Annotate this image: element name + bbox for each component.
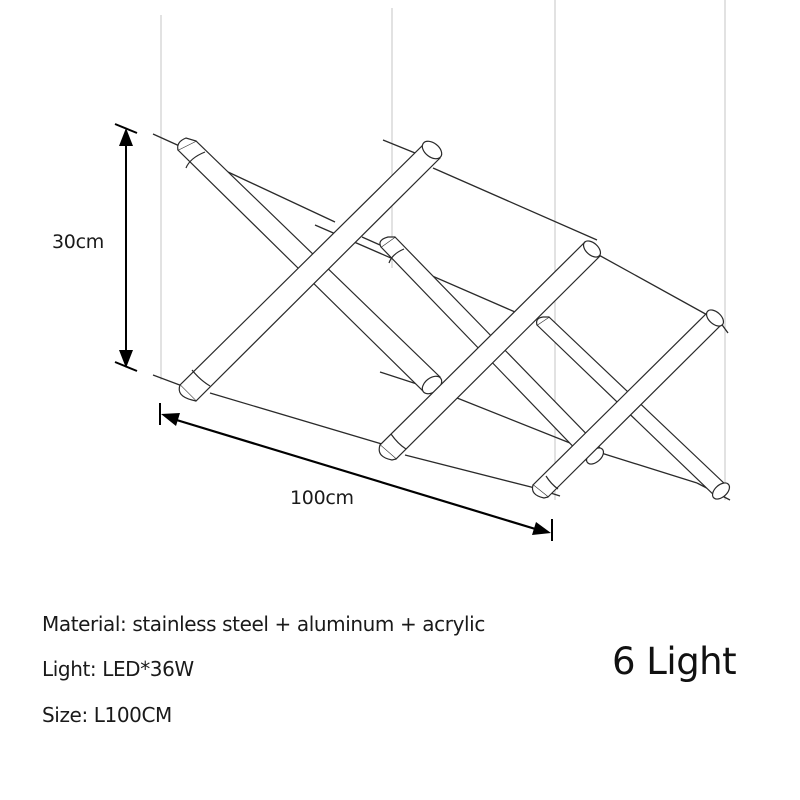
light-tubes bbox=[178, 138, 733, 502]
tube-4 bbox=[379, 238, 603, 460]
light-count-title: 6 Light bbox=[612, 640, 737, 683]
length-dimension bbox=[160, 403, 552, 541]
height-dimension bbox=[115, 124, 137, 371]
spec-light: Light: LED*36W bbox=[42, 657, 194, 681]
tube-6 bbox=[532, 307, 726, 498]
tube-2 bbox=[179, 138, 445, 401]
length-label: 100cm bbox=[290, 487, 354, 509]
height-label: 30cm bbox=[52, 231, 104, 253]
suspension-wires bbox=[161, 0, 725, 500]
spec-size: Size: L100CM bbox=[42, 703, 172, 727]
spec-material: Material: stainless steel + aluminum + a… bbox=[42, 612, 485, 636]
